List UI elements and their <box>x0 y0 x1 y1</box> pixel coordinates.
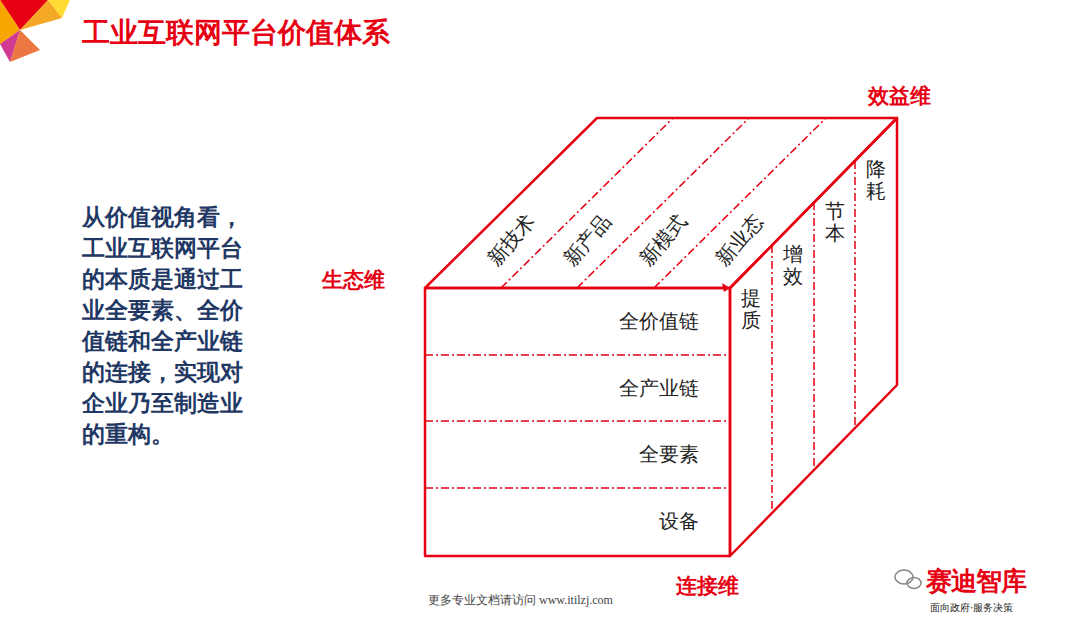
connection-band: 全要素 <box>428 423 727 486</box>
benefit-strip: 增效 <box>783 243 803 287</box>
axis-label: 连接维 <box>676 572 739 600</box>
benefit-strip: 节本 <box>825 200 845 244</box>
ecology-strip: 新业态 <box>711 210 766 270</box>
watermark: 更多专业文档请访问 www.itilzj.com <box>428 592 613 609</box>
node-text: 节本 <box>825 200 845 244</box>
front-face <box>425 288 730 556</box>
wechat-icon <box>895 570 921 589</box>
node-text: 新业态 <box>711 210 766 270</box>
ecology-strip: 新模式 <box>635 210 690 270</box>
node-text: 新产品 <box>559 210 614 270</box>
connection-band: 设备 <box>428 490 727 553</box>
ecology-strip: 新技术 <box>483 210 538 270</box>
node-text: 新技术 <box>483 210 538 270</box>
connection-band: 全价值链 <box>428 290 727 353</box>
node-text: 全价值链 <box>619 308 699 335</box>
node-text: 设备 <box>659 508 699 535</box>
slide-title: 工业互联网平台价值体系 <box>82 14 390 52</box>
right-face <box>730 118 897 556</box>
node-text: 增效 <box>783 243 803 287</box>
logo-slogan: 面向政府·服务决策 <box>930 601 1013 615</box>
ecology-strip: 新产品 <box>559 210 614 270</box>
node-text: 全要素 <box>639 441 699 468</box>
axis-label: 效益维 <box>868 82 931 110</box>
node-text: 降耗 <box>866 158 886 202</box>
node-text: 新模式 <box>635 210 690 270</box>
corner-decoration <box>0 0 70 62</box>
node-text: 全产业链 <box>619 375 699 402</box>
axis-label: 生态维 <box>322 266 385 294</box>
top-face <box>425 118 897 288</box>
divider-lines <box>425 118 855 513</box>
benefit-strip: 提质 <box>741 287 761 331</box>
intro-paragraph: 从价值视角看，工业互联网平台的本质是通过工业全要素、全价值链和全产业链的连接，实… <box>82 202 246 450</box>
logo-text: 赛迪智库 <box>926 564 1026 599</box>
benefit-strip: 降耗 <box>866 158 886 202</box>
node-text: 提质 <box>741 287 761 331</box>
connection-band: 全产业链 <box>428 357 727 420</box>
corner-arrow <box>722 283 730 292</box>
